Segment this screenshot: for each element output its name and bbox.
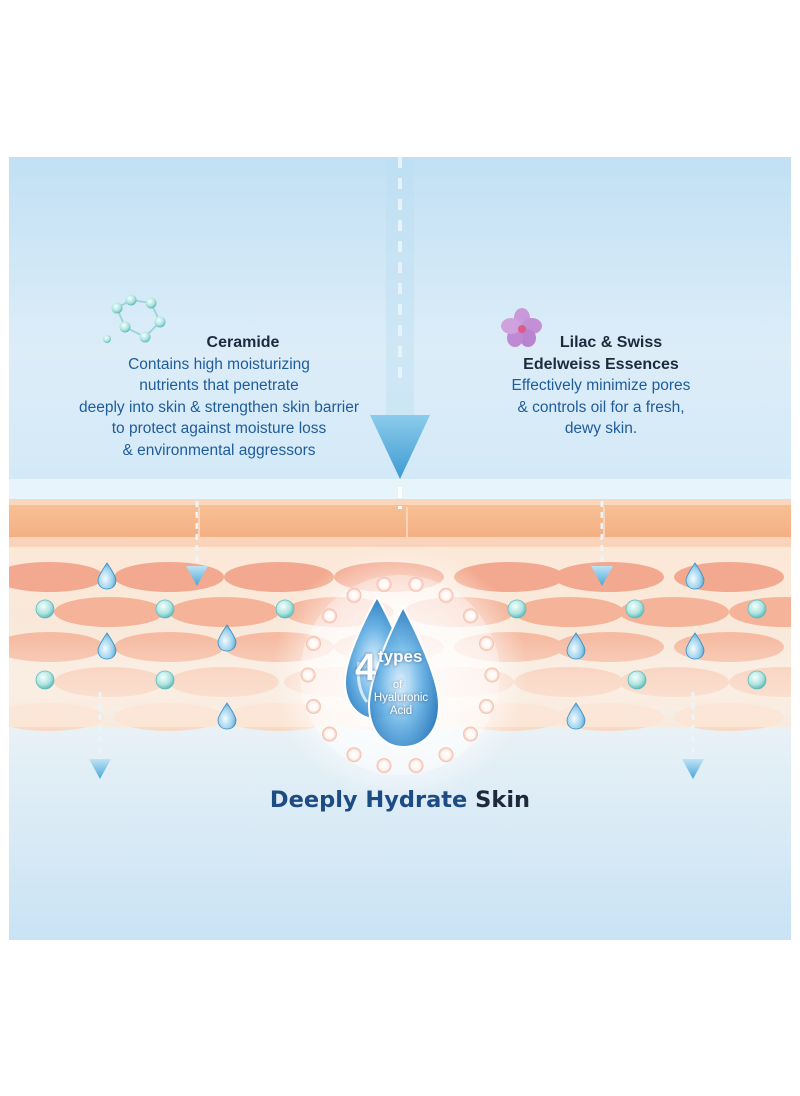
ceramide-line-2: nutrients that penetrate bbox=[139, 377, 299, 394]
glow-orb bbox=[322, 608, 337, 624]
glow-orb bbox=[322, 726, 337, 742]
skin-cell bbox=[54, 597, 164, 627]
lilac-info: Lilac & Swiss Edelweiss Essences Effecti… bbox=[461, 332, 741, 440]
glow-orb bbox=[408, 758, 424, 774]
water-drop bbox=[217, 624, 237, 652]
badge-number: 4 bbox=[355, 647, 377, 689]
moisture-bead bbox=[35, 670, 55, 690]
water-drop bbox=[217, 702, 237, 730]
lilac-flower-icon bbox=[501, 308, 542, 347]
main-down-arrow bbox=[370, 157, 430, 479]
ceramide-line-5: & environmental aggressors bbox=[122, 441, 316, 459]
ceramide-info: Ceramide Contains high moisturizing nutr… bbox=[29, 332, 409, 461]
moisture-bead bbox=[155, 599, 175, 619]
headline-part-1: Deeply Hydrate bbox=[269, 787, 468, 813]
skin-cell bbox=[619, 597, 729, 627]
glow-orb bbox=[300, 667, 316, 683]
down-arrow bbox=[89, 759, 111, 779]
glow-orb bbox=[408, 576, 424, 592]
water-drop bbox=[97, 562, 117, 590]
water-drop bbox=[97, 632, 117, 660]
moisture-bead bbox=[747, 670, 767, 690]
glow-orb bbox=[479, 636, 494, 651]
badge-acid: Acid bbox=[389, 705, 413, 717]
badge-text: 4 types of Hyaluronic Acid bbox=[331, 647, 471, 729]
water-drop bbox=[685, 632, 705, 660]
ceramide-line-4: to protect against moisture loss bbox=[111, 420, 327, 437]
water-drop bbox=[685, 562, 705, 590]
glow-orb bbox=[306, 636, 321, 651]
ceramide-line-3: deeply into skin & strengthen skin barri… bbox=[78, 398, 359, 416]
skin-cell bbox=[554, 562, 664, 592]
glow-orb bbox=[376, 576, 392, 592]
glow-orb bbox=[376, 758, 392, 774]
moisture-bead bbox=[625, 599, 645, 619]
skin-cell bbox=[224, 562, 334, 592]
skin-layer-illustration bbox=[9, 157, 791, 940]
glow-orb bbox=[346, 747, 362, 763]
glow-orb bbox=[463, 726, 478, 742]
glow-orb bbox=[346, 587, 362, 603]
moisture-bead bbox=[35, 599, 55, 619]
glow-orb bbox=[438, 747, 454, 763]
badge-types: types bbox=[378, 647, 423, 666]
molecule-ring-icon bbox=[103, 294, 166, 343]
lilac-title-line-1: Lilac & Swiss bbox=[559, 334, 663, 351]
skin-cell bbox=[514, 597, 624, 627]
headline: Deeply Hydrate Skin bbox=[9, 787, 791, 813]
badge-of: of bbox=[393, 679, 403, 691]
skin-cell bbox=[169, 597, 279, 627]
ceramide-line-1: Contains high moisturizing bbox=[128, 355, 310, 373]
lilac-title-line-2: Edelweiss Essences bbox=[523, 355, 679, 373]
down-arrow bbox=[591, 566, 613, 586]
glow-orb bbox=[438, 587, 454, 603]
penetration-arrows bbox=[89, 490, 704, 779]
badge-hyaluronic: Hyaluronic bbox=[373, 692, 429, 704]
water-drop bbox=[566, 702, 586, 730]
moisture-bead bbox=[627, 670, 647, 690]
moisture-bead bbox=[747, 599, 767, 619]
infographic-panel: Ceramide Contains high moisturizing nutr… bbox=[9, 157, 791, 940]
water-droplets bbox=[97, 562, 705, 730]
glow-orb bbox=[484, 667, 500, 683]
lilac-line-2: & controls oil for a fresh, bbox=[517, 398, 685, 416]
down-arrow bbox=[186, 566, 208, 586]
glow-orb bbox=[479, 699, 494, 714]
lilac-line-3: dewy skin. bbox=[564, 420, 638, 437]
glow-orb bbox=[306, 699, 321, 714]
moisture-bead bbox=[155, 670, 175, 690]
headline-part-2: Skin bbox=[475, 787, 531, 813]
down-arrow bbox=[682, 759, 704, 779]
water-drop bbox=[566, 632, 586, 660]
hyaluronic-acid-badge bbox=[272, 547, 528, 803]
lilac-line-1: Effectively minimize pores bbox=[511, 377, 691, 394]
moisture-beads bbox=[35, 599, 767, 690]
skin-cell bbox=[9, 562, 104, 592]
glow-orb bbox=[463, 608, 478, 624]
ceramide-title: Ceramide bbox=[206, 334, 280, 351]
